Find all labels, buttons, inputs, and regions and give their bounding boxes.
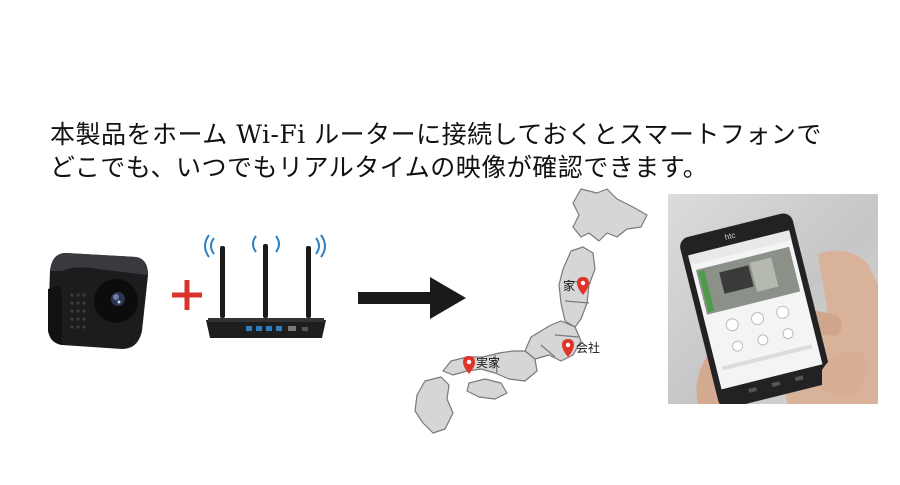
map-pin-label-office: 会社 xyxy=(576,340,600,355)
map-pin-label-parents: 実家 xyxy=(476,355,500,370)
wifi-router-icon xyxy=(204,234,326,338)
caption-line-2: どこでも、いつでもリアルタイムの映像が確認できます。 xyxy=(50,153,709,182)
map-pin-label-home: 家 xyxy=(563,278,575,293)
caption-line-1: 本製品をホーム Wi-Fi ルーターに接続しておくとスマートフォンで xyxy=(50,120,822,149)
smartphone-photo: htc xyxy=(668,194,878,404)
map-pin-office: 会社 xyxy=(562,339,600,357)
plus-icon xyxy=(172,280,202,310)
arrow-right-icon xyxy=(358,277,466,319)
camera-icon xyxy=(48,253,148,349)
map-pin-parents: 実家 xyxy=(463,355,500,374)
japan-map: 家 会社 実家 xyxy=(414,188,648,434)
map-pin-home: 家 xyxy=(563,277,589,295)
smartphone-icon: htc xyxy=(680,213,878,404)
caption: 本製品をホーム Wi-Fi ルーターに接続しておくとスマートフォンで どこでも、… xyxy=(50,118,870,184)
phone-brand-text: htc xyxy=(724,231,737,242)
